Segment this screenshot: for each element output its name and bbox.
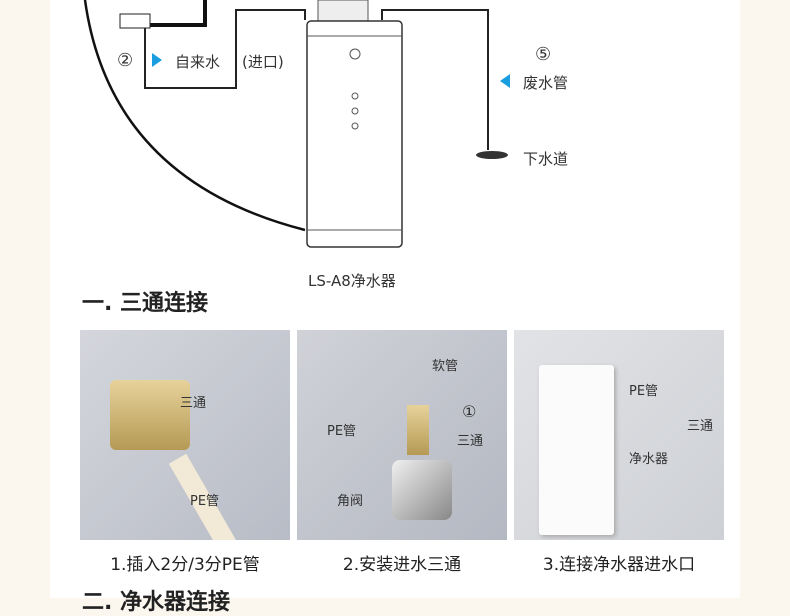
photo-label: 软管 (432, 359, 459, 374)
caption-step-2: 2.安装进水三通 (342, 555, 462, 575)
photo-install-tee: 软管 PE管 ① 三通 角阀 (297, 330, 507, 540)
photo-label: ① (462, 402, 477, 421)
section-1-title: 一. 三通连接 (82, 291, 209, 316)
inlet-pipe (144, 9, 306, 89)
step-5-number: ⑤ (535, 44, 552, 65)
caption-step-1: 1.插入2分/3分PE管 (110, 555, 260, 575)
section-2-title: 二. 净水器连接 (82, 590, 231, 615)
installation-diagram (83, 0, 508, 248)
step-2-number: ② (117, 50, 134, 71)
waste-pipe (381, 9, 489, 150)
product-label: LS-A8净水器 (308, 272, 396, 290)
waste-pipe-label: 废水管 (523, 74, 569, 92)
brass-tee-image (110, 380, 190, 450)
photo-label: 角阀 (337, 494, 364, 509)
photo-tee-pe-pipe: 三通 PE管 (80, 330, 290, 540)
inlet-label: 自来水 (175, 53, 221, 71)
boundary-curve (83, 0, 306, 232)
photo-label: PE管 (327, 424, 357, 439)
photo-label: 净水器 (629, 452, 669, 467)
tee-valve-icon (119, 13, 151, 29)
photo-label: PE管 (190, 494, 220, 509)
photo-label: 三通 (180, 396, 207, 411)
photo-label: 三通 (687, 419, 714, 434)
photo-label: PE管 (629, 384, 659, 399)
drain-label: 下水道 (523, 150, 569, 168)
purifier-body (306, 20, 403, 248)
faucet-pipe (317, 0, 369, 23)
drain-icon (476, 151, 508, 159)
logo-icon (349, 48, 361, 60)
photo-label: 三通 (457, 434, 484, 449)
inlet-note: (进口) (242, 53, 284, 71)
purifier-image (539, 365, 614, 535)
angle-valve-image (392, 460, 452, 520)
hose-line (145, 0, 207, 27)
photo-connect-purifier: PE管 三通 净水器 (514, 330, 724, 540)
brass-tee-image (407, 405, 429, 455)
arrow-left-icon (500, 74, 510, 88)
caption-step-3: 3.连接净水器进水口 (542, 555, 696, 575)
arrow-right-icon (152, 53, 162, 67)
